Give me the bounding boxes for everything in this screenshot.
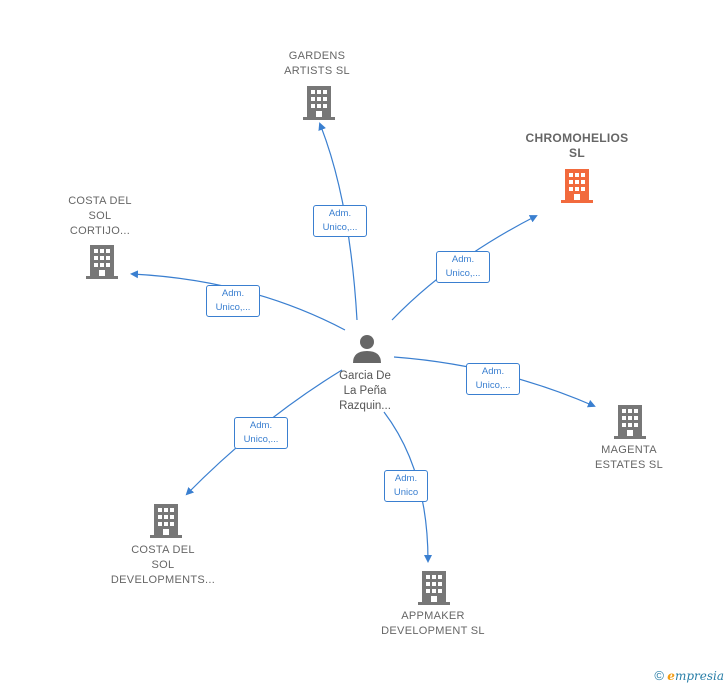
building-icon-costa-cortijo[interactable] — [86, 243, 118, 279]
building-icon-costa-dev[interactable] — [150, 502, 182, 538]
brand-logo-e: e — [667, 669, 675, 683]
company-label-gardens[interactable]: GARDENS ARTISTS SL — [284, 50, 350, 77]
brand-logo-text: mpresia — [674, 669, 724, 683]
role-label-chromo[interactable]: Adm. Unico,... — [436, 251, 490, 283]
company-label-costa-dev[interactable]: COSTA DEL SOL DEVELOPMENTS... — [110, 544, 216, 586]
company-label-costa-cortijo[interactable]: COSTA DEL SOL CORTIJO... — [68, 195, 132, 237]
footer-brand: © empresia — [654, 668, 724, 683]
role-label-costa-cortijo[interactable]: Adm. Unico,... — [206, 285, 260, 317]
building-icon-gardens[interactable] — [303, 84, 335, 120]
building-icon-appmaker[interactable] — [418, 569, 450, 605]
copyright-icon: © — [654, 668, 664, 683]
person-name[interactable]: Garcia De La Peña Razquin... — [339, 370, 391, 412]
role-label-magenta[interactable]: Adm. Unico,... — [466, 363, 520, 395]
role-label-appmaker[interactable]: Adm. Unico — [384, 470, 428, 502]
company-label-appmaker[interactable]: APPMAKER DEVELOPMENT SL — [381, 610, 485, 637]
building-icon-chromo[interactable] — [561, 167, 593, 203]
company-label-chromo[interactable]: CHROMOHELIOS SL — [525, 131, 629, 160]
building-icon-magenta[interactable] — [614, 403, 646, 439]
role-label-costa-dev[interactable]: Adm. Unico,... — [234, 417, 288, 449]
role-label-gardens[interactable]: Adm. Unico,... — [313, 205, 367, 237]
person-icon[interactable] — [351, 333, 383, 363]
company-label-magenta[interactable]: MAGENTA ESTATES SL — [594, 444, 663, 471]
